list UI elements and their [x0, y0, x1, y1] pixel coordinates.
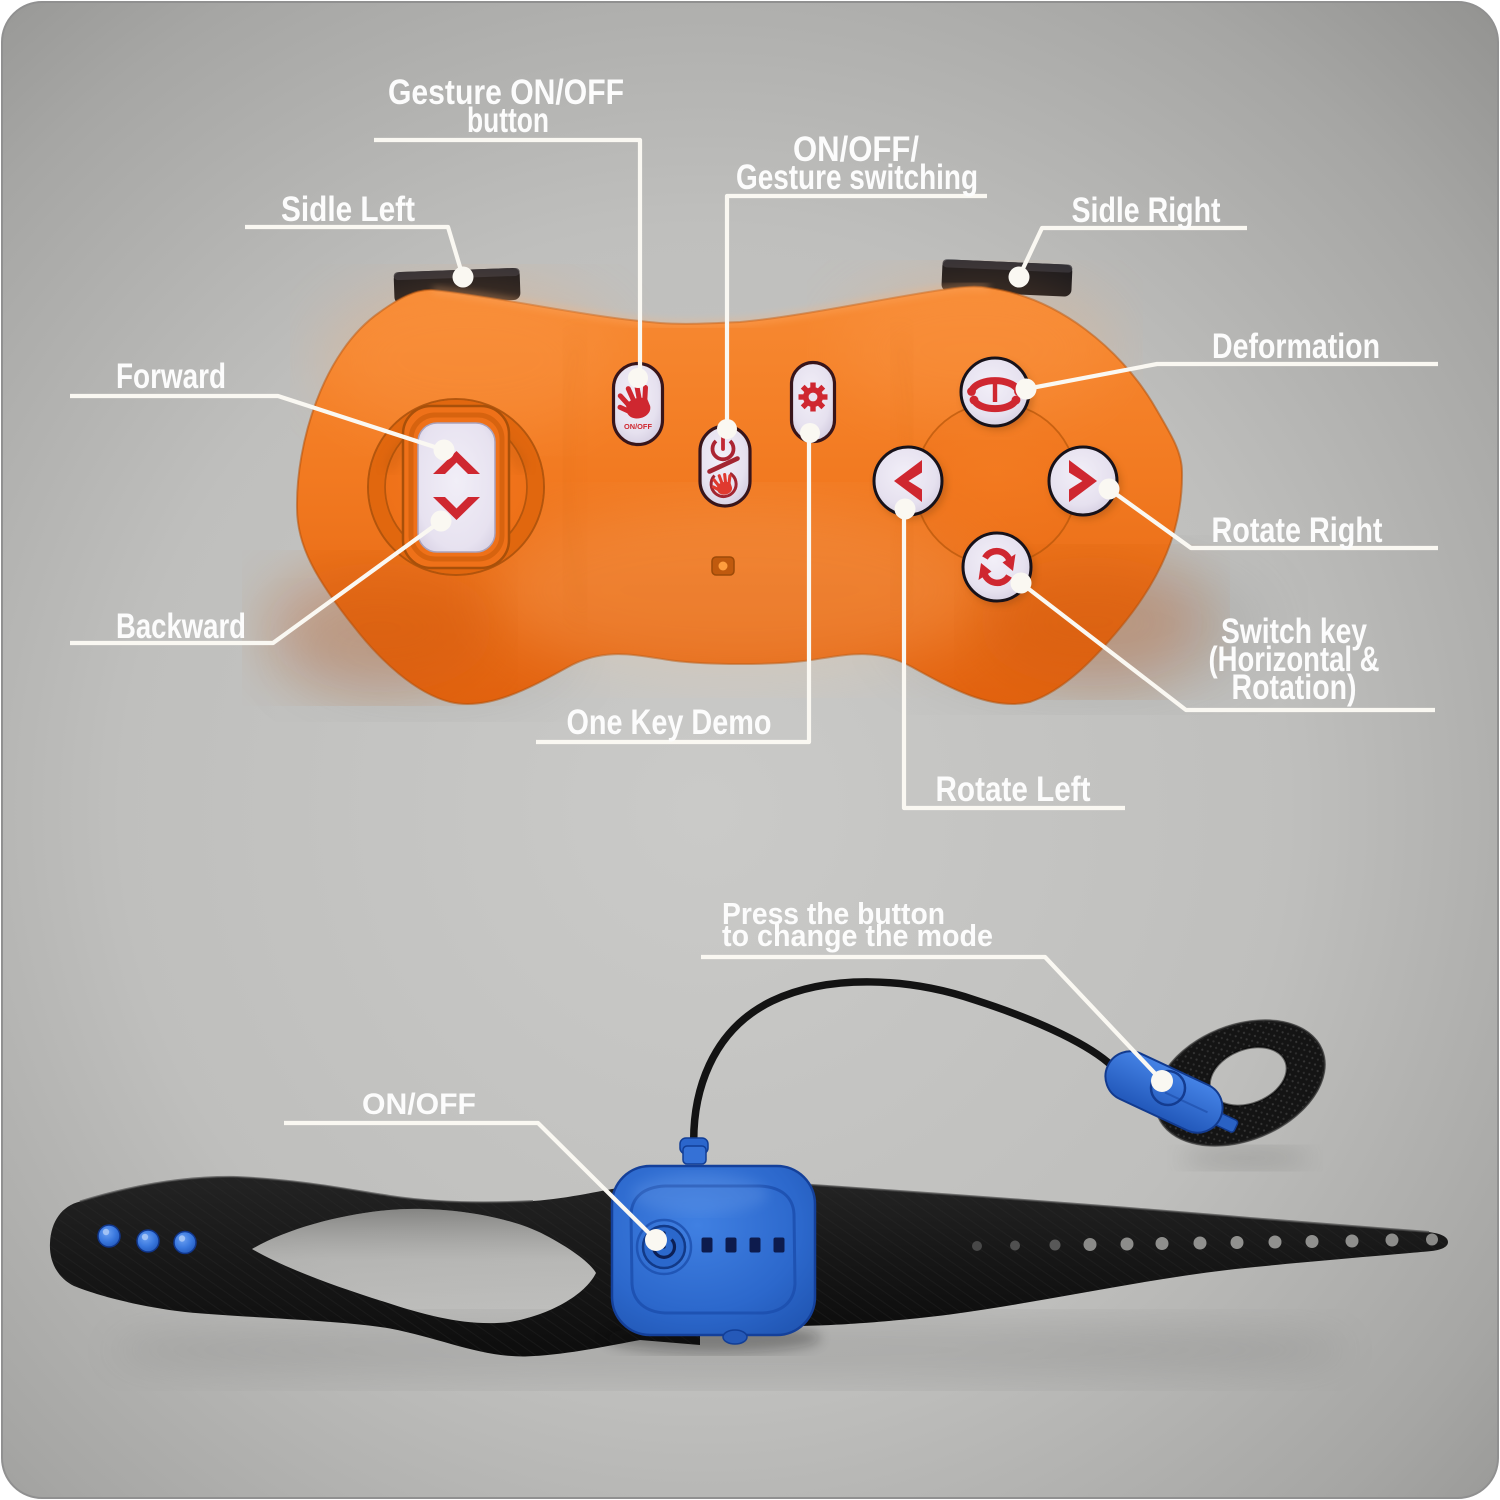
dot-deformation: [1015, 378, 1037, 400]
dot-forward: [433, 439, 455, 461]
callout-labels: Gesture ON/OFF button ON/OFF/ Gesture sw…: [116, 73, 1383, 1121]
callout-text: ON/OFF: [362, 1088, 476, 1121]
leader-deformation: [1025, 361, 1438, 392]
leader-on-off-switching: [724, 193, 987, 429]
gesture-on-off-button: ON/OFF: [611, 361, 665, 447]
callout-press-button: Press the button to change the mode: [722, 896, 993, 953]
callout-text: Switch key: [1221, 612, 1367, 651]
hand-button-caption: ON/OFF: [624, 422, 652, 431]
dot-press-button: [1151, 1070, 1173, 1092]
slash-icon: [707, 456, 740, 474]
leader-switch-key: [1019, 581, 1435, 713]
dot-on-off-band: [645, 1229, 667, 1251]
leader-sidle-right: [1017, 225, 1247, 278]
left-chevron-icon: [894, 460, 922, 502]
callout-on-off-band: ON/OFF: [362, 1088, 476, 1121]
callout-text: Rotation): [1232, 668, 1357, 707]
callout-text: One Key Demo: [567, 703, 772, 742]
strap-holes: [972, 1233, 1438, 1251]
joystick-dish: [367, 398, 545, 576]
leader-backward: [70, 519, 443, 646]
leader-rotate-right: [1107, 487, 1438, 551]
controller: ON/OFF: [265, 259, 1207, 705]
hand-icon: [617, 383, 651, 419]
callout-text: Deformation: [1212, 327, 1380, 366]
rotate-arrows-icon: [978, 547, 1016, 587]
callouts: Gesture ON/OFF button ON/OFF/ Gesture sw…: [70, 73, 1438, 1251]
one-key-demo-button: [789, 360, 837, 444]
leader-one-key-demo: [536, 433, 812, 745]
dot-one-key-demo: [800, 423, 820, 443]
dpad: [872, 356, 1121, 605]
callout-switch-key: Switch key (Horizontal & Rotation): [1209, 612, 1380, 707]
leader-on-off-band: [284, 1120, 658, 1242]
clip-button: [1149, 1069, 1187, 1107]
rotate-right-button: [1047, 445, 1121, 519]
callout-forward: Forward: [116, 357, 226, 396]
module-inner-panel: [629, 1184, 797, 1315]
wristband: [49, 978, 1448, 1357]
rotate-left-button: [872, 445, 946, 519]
callout-sidle-left: Sidle Left: [281, 190, 415, 229]
callout-text: button: [467, 101, 549, 140]
callout-backward: Backward: [116, 607, 246, 646]
module-slots: [701, 1237, 785, 1253]
leader-sidle-left: [245, 224, 466, 278]
deformation-icon: [967, 377, 1023, 413]
joystick-forward-button: [433, 451, 480, 474]
callout-deformation: Deformation: [1212, 327, 1380, 366]
mini-hand-glyph: [711, 472, 733, 495]
wristband-left-strap: [49, 1175, 700, 1357]
dot-on-off-switching: [717, 419, 737, 439]
led-indicator: [711, 556, 735, 576]
joystick-backward-button: [433, 497, 480, 520]
callout-sidle-right: Sidle Right: [1072, 191, 1221, 230]
mode-clip: [1104, 1050, 1239, 1134]
leader-forward: [70, 393, 445, 452]
callout-rotate-right: Rotate Right: [1212, 511, 1383, 550]
dot-rotate-left: [894, 498, 916, 520]
mode-clip-cord: [689, 978, 1116, 1156]
dot-sidle-right: [1008, 266, 1030, 288]
right-chevron-icon: [1069, 460, 1097, 502]
callout-rotate-left: Rotate Left: [936, 770, 1091, 809]
strap-eye-hole: [252, 1208, 596, 1324]
callout-one-key-demo: One Key Demo: [567, 703, 772, 742]
callout-text: Gesture ON/OFF: [388, 73, 624, 112]
leader-dots: [430, 266, 1173, 1251]
callout-text: Rotate Right: [1212, 511, 1383, 550]
callout-text: Rotate Left: [936, 770, 1091, 809]
callout-text: Press the button: [722, 896, 945, 931]
callout-gesture-on-off: Gesture ON/OFF button: [388, 73, 624, 140]
gear-icon: [798, 382, 828, 412]
callout-text: ON/OFF/: [793, 130, 919, 169]
wristband-right-strap: [800, 1183, 1448, 1326]
callout-text: to change the mode: [722, 918, 993, 953]
dot-rotate-right: [1098, 478, 1120, 500]
callout-text: Sidle Left: [281, 190, 415, 229]
dot-gesture-on-off: [628, 368, 648, 388]
callout-text: Backward: [116, 607, 246, 646]
strap-studs: [97, 1224, 197, 1255]
leader-gesture-on-off: [374, 137, 643, 378]
callout-text: Gesture switching: [736, 158, 978, 197]
dot-sidle-left: [452, 266, 474, 288]
callout-on-off-switching: ON/OFF/ Gesture switching: [736, 130, 978, 197]
callout-text: (Horizontal &: [1209, 640, 1380, 679]
mini-hand-icon: [709, 472, 738, 499]
callout-text: Sidle Right: [1072, 191, 1221, 230]
module-bottom-bump: [722, 1329, 748, 1345]
dot-switch-key: [1010, 572, 1032, 594]
leader-lines: [70, 137, 1438, 1242]
callout-text: Forward: [116, 357, 226, 396]
leader-press-button: [701, 954, 1164, 1083]
leader-rotate-left: [901, 509, 1125, 811]
joystick-plate: [417, 422, 496, 553]
dot-backward: [430, 510, 452, 532]
wristband-module: [605, 1137, 821, 1353]
